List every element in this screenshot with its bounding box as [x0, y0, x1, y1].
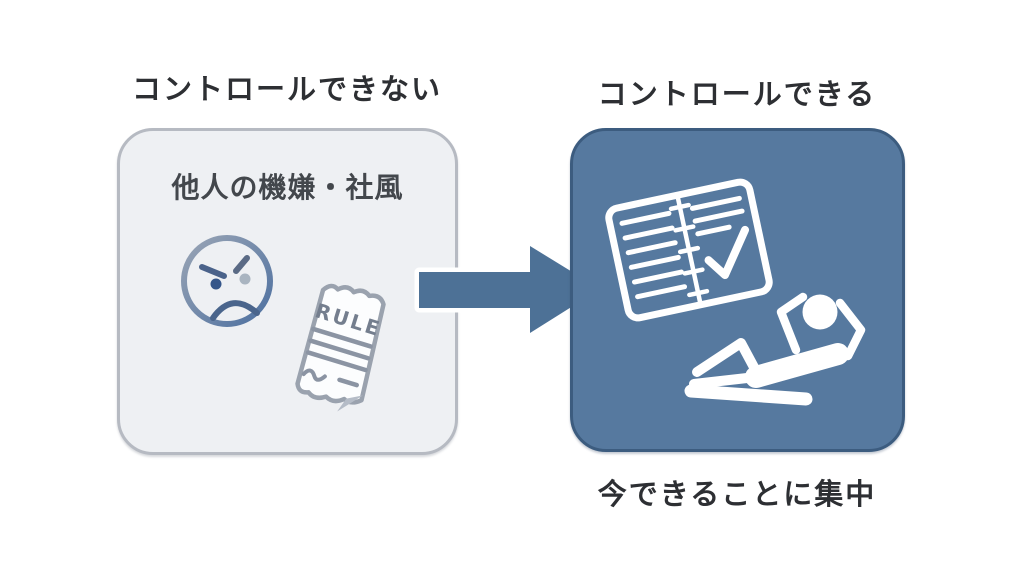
uncontrollable-box: [117, 128, 458, 455]
relaxing-person-icon: [684, 292, 866, 406]
checklist-notebook-icon: [605, 178, 773, 322]
arrow-right-icon: [414, 241, 605, 338]
angry-face-icon: [181, 235, 273, 327]
uncontrollable-box-text: 他人の機嫌・社風: [171, 171, 404, 204]
left-column-label: コントロールできない: [131, 72, 442, 106]
right-column-label: コントロールできる: [597, 77, 877, 111]
rule-document-icon: RULE: [295, 283, 386, 412]
controllable-caption: 今できることに集中: [597, 477, 877, 511]
